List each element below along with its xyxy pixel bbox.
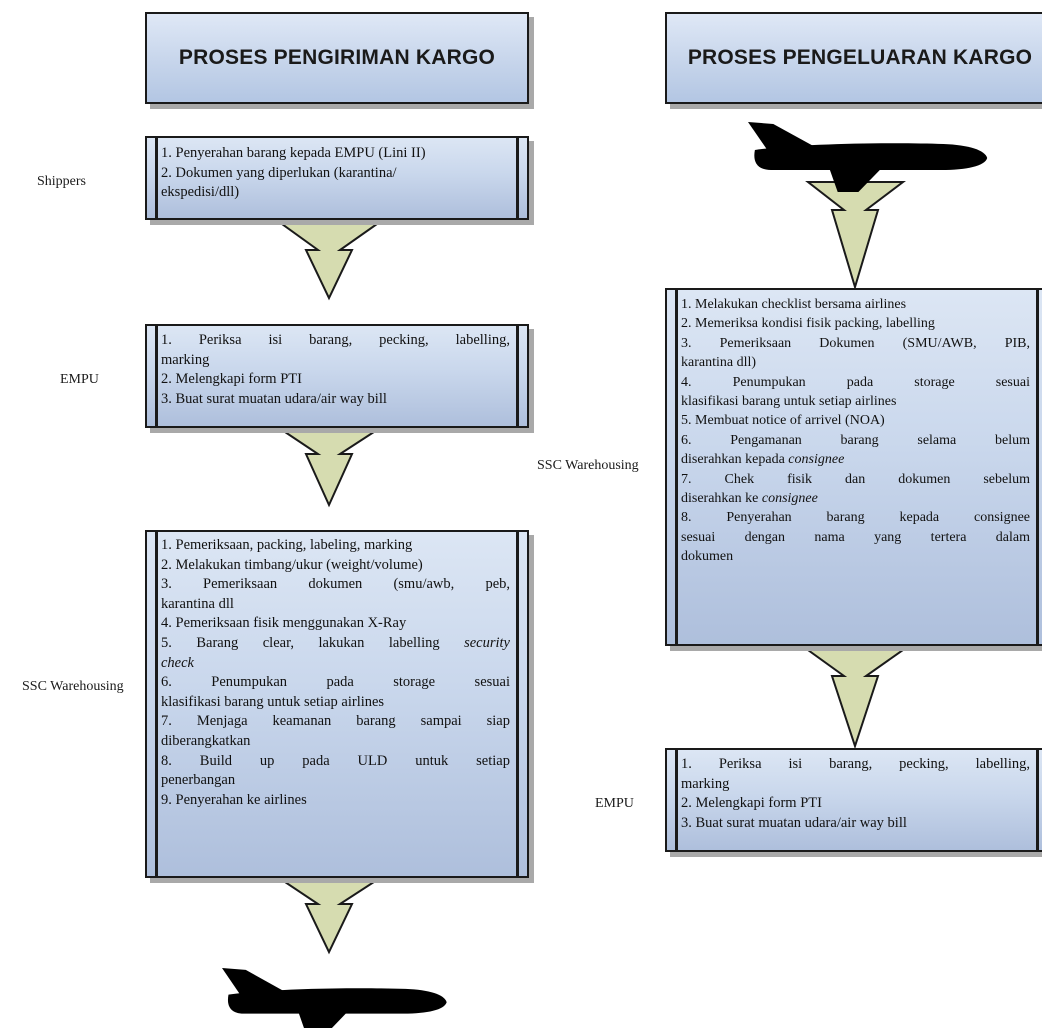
- process-box-empu-arrival: 1. Periksa isi barang, pecking, labellin…: [665, 748, 1042, 852]
- step-text: dokumen: [681, 549, 734, 565]
- step-text: diberangkatkan: [161, 732, 251, 749]
- lane-label-ssc-warehousing: SSC Warehousing: [22, 679, 124, 694]
- step-text: marking: [681, 775, 730, 792]
- step-text: 2. Dokumen yang diperlukan (karantina/: [161, 164, 397, 181]
- process-box-ssc-warehousing: 1. Pemeriksaan, packing, labeling, marki…: [145, 530, 529, 878]
- step-text: check: [161, 654, 194, 671]
- step-text: 3. Pemeriksaan dokumen (smu/awb, peb,: [161, 576, 510, 593]
- step-text: 3. Pemeriksaan Dokumen (SMU/AWB, PIB,: [681, 335, 1030, 351]
- step-text: 6. Penumpukan pada storage sesuai: [161, 674, 510, 691]
- process-box-ssc-warehousing-arrival: 1. Melakukan checklist bersama airlines …: [665, 288, 1042, 646]
- step-text: diserahkan kepada consignee: [681, 452, 845, 468]
- arrow-down-icon: [278, 429, 381, 508]
- arrow-down-icon: [804, 649, 907, 750]
- step-text: 1. Pemeriksaan, packing, labeling, marki…: [161, 537, 413, 553]
- step-text: 1. Periksa isi barang, pecking, labellin…: [681, 756, 1030, 772]
- step-text: karantina dll): [681, 355, 757, 371]
- step-text: 9. Penyerahan ke airlines: [161, 791, 307, 808]
- process-box-shippers: 1. Penyerahan barang kepada EMPU (Lini I…: [145, 136, 529, 220]
- arrow-down-icon: [278, 879, 381, 955]
- step-text: 1. Periksa isi barang, pecking, labellin…: [161, 332, 510, 348]
- left-column-header: PROSES PENGIRIMAN KARGO: [145, 12, 529, 104]
- step-text: 3. Buat surat muatan udara/air way bill: [161, 390, 387, 407]
- step-text: 1. Melakukan checklist bersama airlines: [681, 297, 907, 312]
- step-text: 5. Barang clear, lakukan labelling secur…: [161, 634, 510, 651]
- step-text: 2. Memeriksa kondisi fisik packing, labe…: [681, 316, 935, 332]
- airplane-icon: [748, 122, 988, 192]
- arrow-down-icon: [278, 223, 381, 301]
- step-text: 4. Pemeriksaan fisik menggunakan X-Ray: [161, 615, 407, 632]
- step-text: 6. Pengamanan barang selama belum: [681, 432, 1030, 448]
- step-text: klasifikasi barang untuk setiap airlines: [161, 693, 385, 710]
- step-text: marking: [161, 351, 210, 368]
- step-text: 1. Penyerahan barang kepada EMPU (Lini I…: [161, 145, 426, 161]
- step-text: 5. Membuat notice of arrivel (NOA): [681, 413, 885, 429]
- lane-label-empu: EMPU: [60, 372, 99, 387]
- arrow-down-icon: [805, 181, 906, 291]
- step-text: 7. Chek fisik dan dokumen sebelum: [681, 471, 1030, 487]
- step-text: 8. Build up pada ULD untuk setiap: [161, 752, 510, 769]
- lane-label-ssc-warehousing: SSC Warehousing: [537, 458, 639, 473]
- step-text: karantina dll: [161, 595, 234, 612]
- step-text: sesuai dengan nama yang tertera dalam: [681, 529, 1030, 545]
- step-text: ekspedisi/dll): [161, 184, 240, 201]
- step-text: 3. Buat surat muatan udara/air way bill: [681, 814, 907, 831]
- step-text: 2. Melengkapi form PTI: [161, 371, 302, 388]
- step-text: penerbangan: [161, 772, 236, 789]
- step-text: klasifikasi barang untuk setiap airlines: [681, 394, 897, 410]
- process-box-empu: 1. Periksa isi barang, pecking, labellin…: [145, 324, 529, 428]
- step-text: 2. Melakukan timbang/ukur (weight/volume…: [161, 556, 423, 573]
- step-text: 2. Melengkapi form PTI: [681, 795, 822, 812]
- right-column-header: PROSES PENGELUARAN KARGO: [665, 12, 1042, 104]
- step-text: 8. Penyerahan barang kepada consignee: [681, 510, 1030, 526]
- step-text: diserahkan ke consignee: [681, 491, 818, 507]
- step-text: 7. Menjaga keamanan barang sampai siap: [161, 713, 510, 730]
- airplane-icon: [222, 968, 447, 1028]
- step-text: 4. Penumpukan pada storage sesuai: [681, 374, 1030, 390]
- lane-label-empu: EMPU: [595, 796, 634, 811]
- lane-label-shippers: Shippers: [37, 174, 86, 189]
